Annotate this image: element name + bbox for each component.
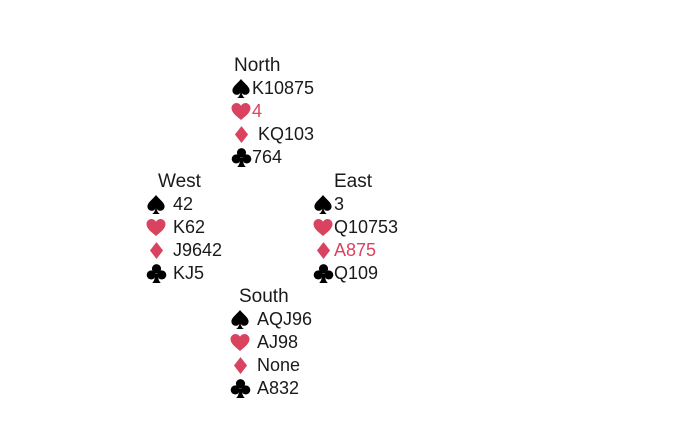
row-diamonds-south: None <box>229 354 312 377</box>
club-icon <box>230 147 252 169</box>
row-spades-north: K10875 <box>230 77 314 100</box>
seat-label-west: West <box>158 171 201 192</box>
cards-diamonds-east: A875 <box>334 240 377 260</box>
club-icon <box>312 263 334 285</box>
row-clubs-west: KJ5 <box>145 262 222 285</box>
hand-south: South AQJ96 AJ98 None A832 <box>229 286 312 400</box>
club-icon <box>145 263 167 285</box>
diamond-icon <box>145 240 167 262</box>
diamond-icon <box>312 240 334 262</box>
cards-clubs-west: KJ5 <box>173 263 205 283</box>
heart-icon <box>312 217 334 239</box>
hand-east: East 3 Q10753 A875 Q109 <box>312 171 398 285</box>
seat-label-north: North <box>234 55 281 76</box>
heart-icon <box>145 217 167 239</box>
diamond-icon <box>230 124 252 146</box>
seat-label-south: South <box>239 286 289 307</box>
row-clubs-north: 764 <box>230 146 314 169</box>
cards-clubs-north: 764 <box>252 147 283 167</box>
diamond-icon <box>229 355 251 377</box>
heart-icon <box>229 332 251 354</box>
spade-icon <box>229 309 251 331</box>
cards-hearts-south: AJ98 <box>257 332 299 352</box>
cards-diamonds-south: None <box>257 355 301 375</box>
cards-spades-north: K10875 <box>252 78 315 98</box>
cards-spades-west: 42 <box>173 194 194 214</box>
cards-clubs-south: A832 <box>257 378 300 398</box>
cards-spades-east: 3 <box>334 194 345 214</box>
hand-west: West 42 K62 J9642 KJ5 <box>145 171 222 285</box>
club-icon <box>229 378 251 400</box>
heart-icon <box>230 101 252 123</box>
hand-north: North K10875 4 KQ103 764 <box>230 55 314 169</box>
row-hearts-south: AJ98 <box>229 331 312 354</box>
row-hearts-west: K62 <box>145 216 222 239</box>
cards-hearts-north: 4 <box>252 101 263 121</box>
row-spades-west: 42 <box>145 193 222 216</box>
row-clubs-south: A832 <box>229 377 312 400</box>
cards-clubs-east: Q109 <box>334 263 379 283</box>
spade-icon <box>230 78 252 100</box>
row-diamonds-east: A875 <box>312 239 398 262</box>
cards-diamonds-north: KQ103 <box>258 124 315 144</box>
row-diamonds-north: KQ103 <box>230 123 314 146</box>
spade-icon <box>312 194 334 216</box>
cards-hearts-east: Q10753 <box>334 217 399 237</box>
cards-diamonds-west: J9642 <box>173 240 223 260</box>
row-hearts-east: Q10753 <box>312 216 398 239</box>
cards-spades-south: AQJ96 <box>257 309 313 329</box>
spade-icon <box>145 194 167 216</box>
row-spades-east: 3 <box>312 193 398 216</box>
row-clubs-east: Q109 <box>312 262 398 285</box>
row-hearts-north: 4 <box>230 100 314 123</box>
row-diamonds-west: J9642 <box>145 239 222 262</box>
row-spades-south: AQJ96 <box>229 308 312 331</box>
seat-label-east: East <box>334 171 373 192</box>
cards-hearts-west: K62 <box>173 217 206 237</box>
